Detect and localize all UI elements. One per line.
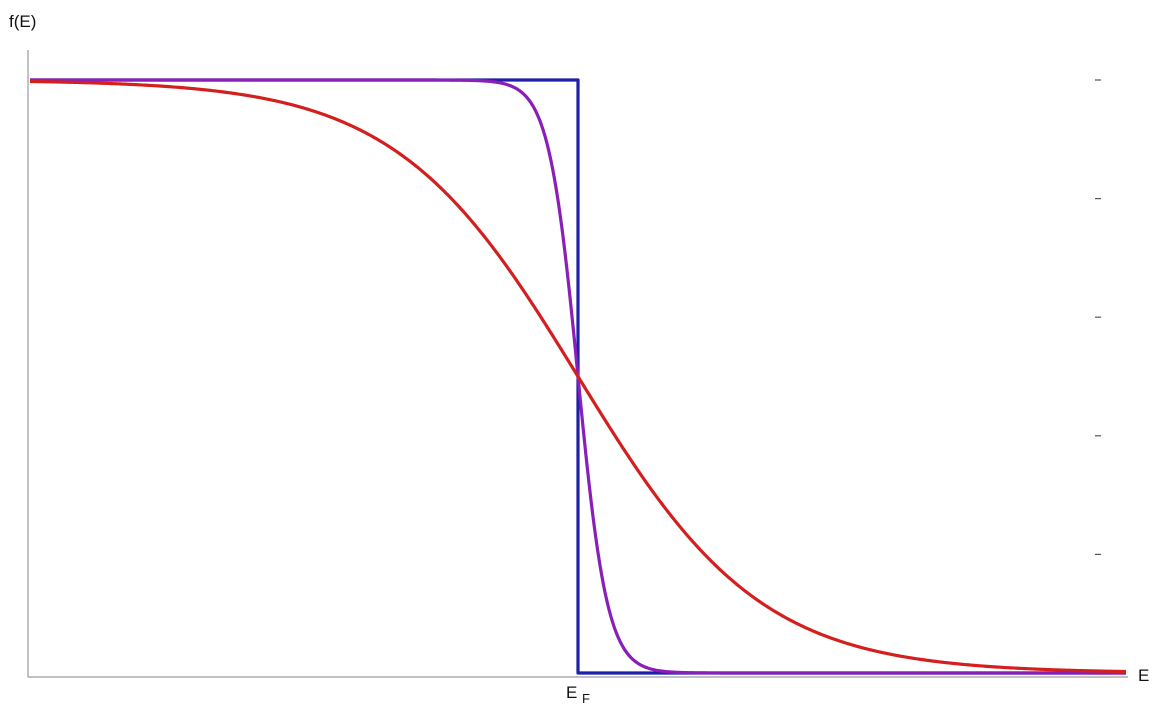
series-layer <box>29 78 1127 675</box>
y-axis-label: f(E) <box>9 12 36 31</box>
y-axis-tick-marks <box>1095 79 1101 556</box>
x-axis-label: E <box>1138 666 1149 685</box>
x-tick-label-main: E <box>566 683 577 702</box>
x-tick-label-fermi-energy: E F <box>566 683 590 706</box>
x-tick-label-subscript: F <box>582 691 590 706</box>
series-line-2 <box>29 79 1127 674</box>
